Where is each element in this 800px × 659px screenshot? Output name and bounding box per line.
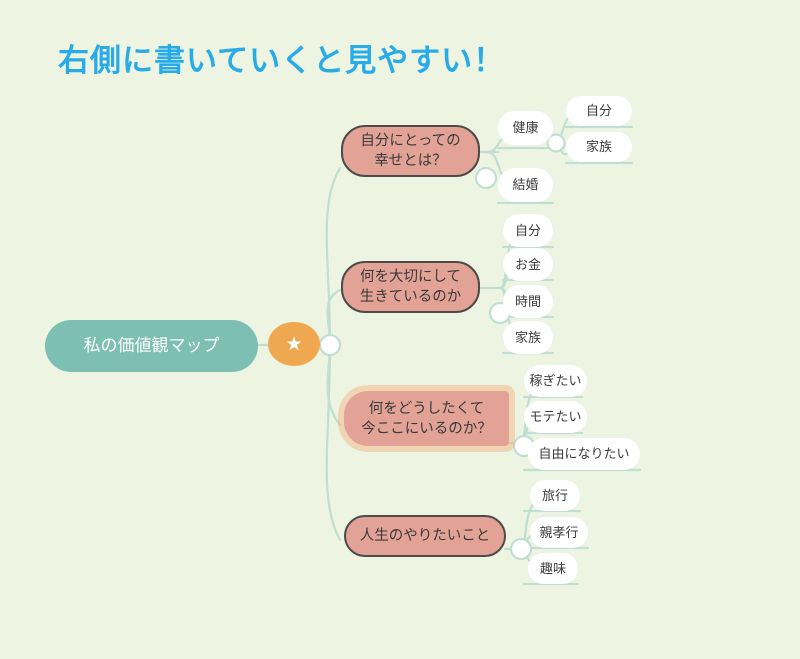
leaf-node-kasegitai[interactable]: 稼ぎたい	[524, 365, 587, 397]
leaf-node-jikan[interactable]: 時間	[503, 285, 553, 318]
star-badge[interactable]: ★	[268, 322, 320, 366]
leaf-node-kazoku[interactable]: 家族	[503, 321, 553, 354]
star-icon: ★	[285, 333, 303, 355]
leaf-node-kekkon[interactable]: 結婚	[498, 168, 553, 202]
leaf-node-ryokou[interactable]: 旅行	[530, 480, 580, 511]
page-title: 右側に書いていくと見やすい！	[58, 43, 506, 78]
leaf-node-jiyuu[interactable]: 自由になりたい	[528, 438, 640, 470]
leaf-node-kenkou-jibun[interactable]: 自分	[566, 96, 632, 126]
branch-node-3[interactable]: 何をどうしたくて 今ここにいるのか？	[344, 391, 509, 446]
leaf-node-jibun[interactable]: 自分	[503, 214, 553, 247]
leaf-node-motetai[interactable]: モテたい	[524, 401, 587, 433]
hub-connector-branch-1	[474, 166, 498, 190]
leaf-node-okane[interactable]: お金	[503, 248, 553, 281]
branch-node-2[interactable]: 何を大切にして 生きているのか	[341, 261, 480, 313]
leaf-node-kenkou-kazoku[interactable]: 家族	[566, 132, 632, 162]
branch-node-1[interactable]: 自分にとっての 幸せとは？	[341, 125, 480, 177]
hub-connector-root	[318, 333, 342, 357]
leaf-node-shumi[interactable]: 趣味	[528, 553, 578, 584]
leaf-node-oyakoukou[interactable]: 親孝行	[530, 517, 588, 548]
leaf-node-kenkou[interactable]: 健康	[498, 111, 553, 145]
root-node[interactable]: 私の価値観マップ	[45, 320, 258, 372]
hub-connector-branch-4	[509, 537, 533, 561]
branch-node-4[interactable]: 人生のやりたいこと	[344, 515, 506, 557]
